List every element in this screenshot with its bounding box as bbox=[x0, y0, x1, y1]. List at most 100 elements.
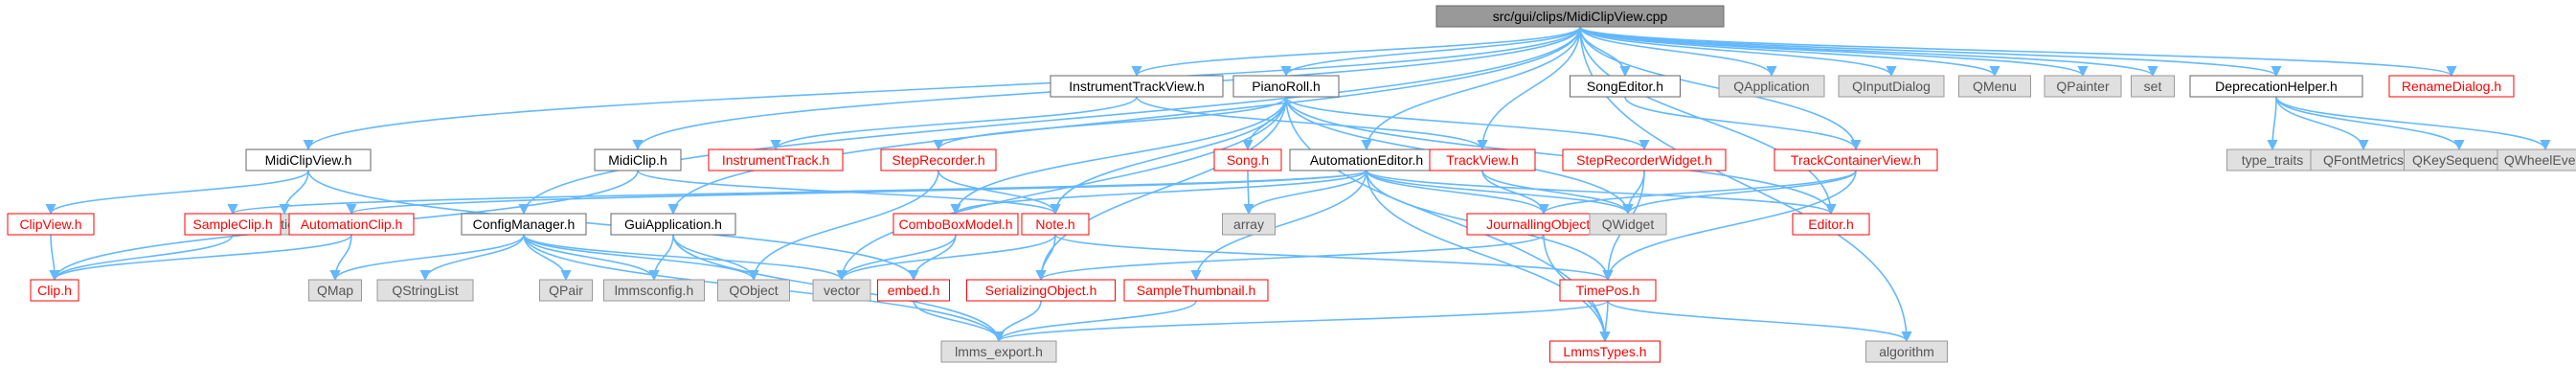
node-label-ComboBoxModel_h: ComboBoxModel.h bbox=[898, 217, 1012, 232]
node-label-TrackView_h: TrackView.h bbox=[1446, 152, 1518, 168]
node-ClipView_h[interactable]: ClipView.h bbox=[7, 213, 95, 236]
edge-AutomationEditor_h-to-SampleThumbnail_h bbox=[1190, 170, 1367, 282]
node-RenameDialog_h[interactable]: RenameDialog.h bbox=[2388, 75, 2515, 98]
edge-InstrumentTrackView_h-to-InstrumentTrack_h bbox=[770, 96, 1138, 151]
node-MidiClip_h[interactable]: MidiClip.h bbox=[594, 148, 682, 171]
edge-root-to-TrackView_h bbox=[1477, 26, 1581, 151]
node-GuiApplication_h[interactable]: GuiApplication.h bbox=[610, 213, 736, 236]
edge-PianoRoll_h-to-SerializingObject_h bbox=[1035, 96, 1287, 282]
node-label-MidiClip_h: MidiClip.h bbox=[608, 152, 667, 168]
node-StepRecorder_h[interactable]: StepRecorder.h bbox=[880, 148, 997, 171]
node-InstrumentTrack_h[interactable]: InstrumentTrack.h bbox=[708, 148, 844, 171]
node-vector: vector bbox=[812, 279, 871, 302]
edge-ComboBoxModel_h-to-vector bbox=[836, 234, 957, 282]
node-AutomationEditor_h[interactable]: AutomationEditor.h bbox=[1289, 148, 1444, 171]
node-QInputDialog: QInputDialog bbox=[1838, 75, 1945, 98]
node-label-QWheelEvent: QWheelEvent bbox=[2504, 152, 2576, 168]
node-box-ComboBoxModel_h bbox=[893, 213, 1019, 236]
node-box-ClipView_h bbox=[7, 213, 95, 236]
edge-DeprecationHelper_h-to-type_traits bbox=[2267, 96, 2278, 151]
node-QWheelEvent: QWheelEvent bbox=[2497, 148, 2576, 171]
node-label-QWidget: QWidget bbox=[1602, 217, 1655, 232]
edge-embed_h-to-lmms_export_h bbox=[913, 300, 1005, 343]
edge-AutomationEditor_h-to-AutomationClip_h bbox=[346, 170, 1367, 216]
node-label-ConfigManager_h: ConfigManager.h bbox=[473, 217, 576, 232]
node-label-ClipView_h: ClipView.h bbox=[19, 217, 81, 232]
node-lmms_export_h: lmms_export.h bbox=[940, 340, 1057, 363]
node-label-GuiApplication_h: GuiApplication.h bbox=[624, 217, 722, 232]
node-label-SampleClip_h: SampleClip.h bbox=[192, 217, 272, 232]
node-box-DeprecationHelper_h bbox=[2189, 75, 2363, 98]
node-box-AutomationClip_h bbox=[288, 213, 415, 236]
node-label-Clip_h: Clip.h bbox=[37, 283, 72, 298]
node-ComboBoxModel_h[interactable]: ComboBoxModel.h bbox=[893, 213, 1019, 236]
edge-AutomationEditor_h-to-ComboBoxModel_h bbox=[950, 170, 1367, 216]
node-QWidget: QWidget bbox=[1589, 213, 1667, 236]
node-embed_h[interactable]: embed.h bbox=[877, 279, 950, 302]
node-set: set bbox=[2131, 75, 2175, 98]
node-Clip_h[interactable]: Clip.h bbox=[30, 279, 79, 302]
node-Song_h[interactable]: Song.h bbox=[1213, 148, 1282, 171]
edge-TrackContainerView_h-to-QWidget bbox=[1622, 170, 1857, 216]
node-QStringList: QStringList bbox=[376, 279, 474, 302]
node-box-set bbox=[2131, 75, 2175, 98]
edge-root-to-InstrumentTrackView_h bbox=[1131, 26, 1581, 78]
node-QMap: QMap bbox=[308, 279, 362, 302]
node-DeprecationHelper_h[interactable]: DeprecationHelper.h bbox=[2189, 75, 2363, 98]
edge-GuiApplication_h-to-lmmsconfig_h bbox=[648, 234, 674, 282]
node-SampleThumbnail_h[interactable]: SampleThumbnail.h bbox=[1123, 279, 1269, 302]
node-TimePos_h[interactable]: TimePos.h bbox=[1559, 279, 1657, 302]
node-label-AutomationEditor_h: AutomationEditor.h bbox=[1310, 152, 1423, 168]
node-Editor_h[interactable]: Editor.h bbox=[1792, 213, 1870, 236]
node-SerializingObject_h[interactable]: SerializingObject.h bbox=[966, 279, 1116, 302]
node-box-PianoRoll_h bbox=[1232, 75, 1340, 98]
node-root[interactable]: src/gui/clips/MidiClipView.cpp bbox=[1435, 5, 1725, 28]
node-box-ConfigManager_h bbox=[461, 213, 587, 236]
node-box-lmmsconfig_h bbox=[603, 279, 705, 302]
node-box-SerializingObject_h bbox=[966, 279, 1116, 302]
node-box-TrackContainerView_h bbox=[1774, 148, 1938, 171]
node-label-InstrumentTrack_h: InstrumentTrack.h bbox=[722, 152, 829, 168]
edge-TimePos_h-to-LmmsTypes_h bbox=[1599, 300, 1611, 343]
node-AutomationClip_h[interactable]: AutomationClip.h bbox=[288, 213, 415, 236]
node-Note_h[interactable]: Note.h bbox=[1021, 213, 1090, 236]
node-type_traits: type_traits bbox=[2226, 148, 2318, 171]
node-label-Note_h: Note.h bbox=[1035, 217, 1074, 232]
node-label-QPainter: QPainter bbox=[2056, 79, 2110, 94]
edge-ConfigManager_h-to-lmmsconfig_h bbox=[523, 234, 660, 282]
edge-ConfigManager_h-to-QObject bbox=[523, 234, 759, 282]
node-TrackView_h[interactable]: TrackView.h bbox=[1429, 148, 1536, 171]
node-StepRecorderWidget_h[interactable]: StepRecorderWidget.h bbox=[1562, 148, 1727, 171]
node-SongEditor_h[interactable]: SongEditor.h bbox=[1570, 75, 1681, 98]
edge-root-to-PianoRoll_h bbox=[1280, 26, 1581, 78]
node-label-TrackContainerView_h: TrackContainerView.h bbox=[1791, 152, 1921, 168]
edge-ConfigManager_h-to-vector bbox=[523, 234, 847, 282]
node-box-Editor_h bbox=[1792, 213, 1870, 236]
node-label-type_traits: type_traits bbox=[2242, 152, 2304, 168]
node-label-QPair: QPair bbox=[549, 283, 583, 298]
node-label-array: array bbox=[1233, 217, 1264, 232]
node-QApplication: QApplication bbox=[1718, 75, 1825, 98]
node-TrackContainerView_h[interactable]: TrackContainerView.h bbox=[1774, 148, 1938, 171]
edge-PianoRoll_h-to-StepRecorderWidget_h bbox=[1285, 96, 1650, 151]
node-ConfigManager_h[interactable]: ConfigManager.h bbox=[461, 213, 587, 236]
node-label-QApplication: QApplication bbox=[1733, 79, 1809, 94]
node-label-SampleThumbnail_h: SampleThumbnail.h bbox=[1137, 283, 1256, 298]
edge-JournallingObject_h-to-SerializingObject_h bbox=[1035, 234, 1545, 282]
node-PianoRoll_h[interactable]: PianoRoll.h bbox=[1232, 75, 1340, 98]
node-label-algorithm: algorithm bbox=[1879, 344, 1934, 359]
node-InstrumentTrackView_h[interactable]: InstrumentTrackView.h bbox=[1050, 75, 1224, 98]
node-LmmsTypes_h[interactable]: LmmsTypes.h bbox=[1549, 340, 1661, 363]
node-box-QMap bbox=[308, 279, 362, 302]
node-label-lmmsconfig_h: lmmsconfig.h bbox=[615, 283, 693, 298]
node-MidiClipView_h[interactable]: MidiClipView.h bbox=[245, 148, 372, 171]
node-array: array bbox=[1222, 213, 1276, 236]
node-label-TimePos_h: TimePos.h bbox=[1576, 283, 1639, 298]
node-SampleClip_h[interactable]: SampleClip.h bbox=[184, 213, 282, 236]
node-QPainter: QPainter bbox=[2044, 75, 2122, 98]
node-QPair: QPair bbox=[539, 279, 593, 302]
edge-root-to-RenameDialog_h bbox=[1579, 26, 2457, 78]
node-box-TrackView_h bbox=[1429, 148, 1536, 171]
node-box-SampleClip_h bbox=[184, 213, 282, 236]
node-JournallingObject_h[interactable]: JournallingObject.h bbox=[1466, 213, 1621, 236]
